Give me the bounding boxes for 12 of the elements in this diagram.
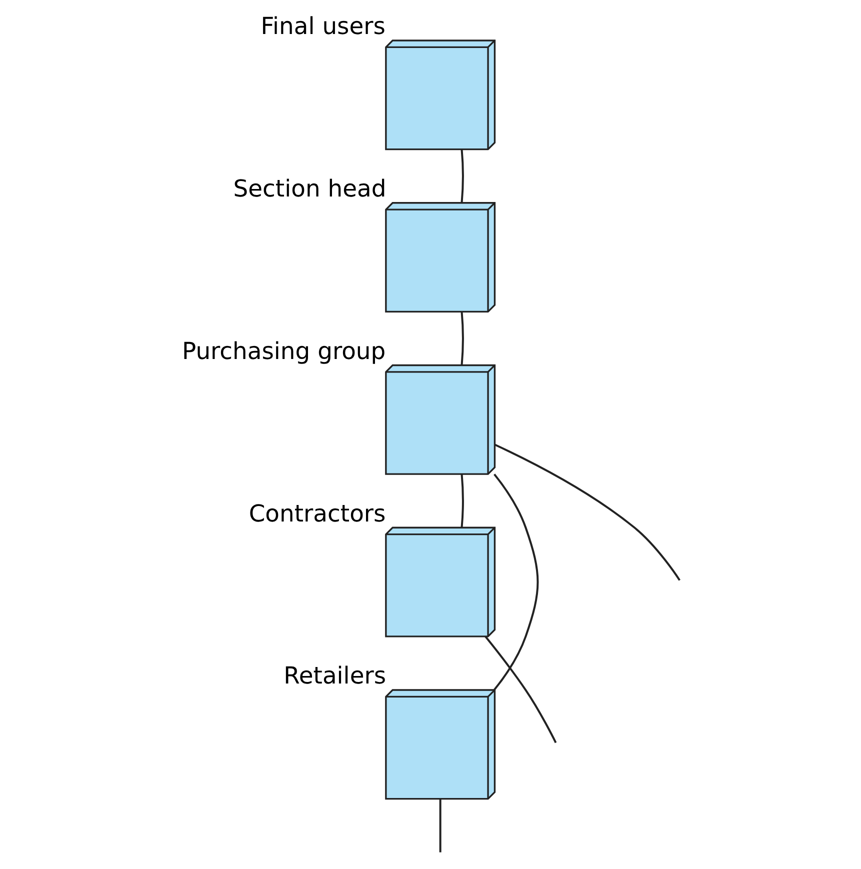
connector xyxy=(493,474,538,690)
node-label: Retailers xyxy=(283,662,386,690)
connector xyxy=(460,474,464,528)
node-label: Contractors xyxy=(248,499,386,528)
connector xyxy=(484,636,556,744)
connector xyxy=(494,444,680,581)
node-label: Purchasing group xyxy=(181,336,386,365)
connector xyxy=(438,799,441,852)
connector xyxy=(460,312,464,365)
node-label: Final users xyxy=(260,12,386,40)
node-label: Section head xyxy=(232,174,386,203)
connector xyxy=(460,149,464,202)
